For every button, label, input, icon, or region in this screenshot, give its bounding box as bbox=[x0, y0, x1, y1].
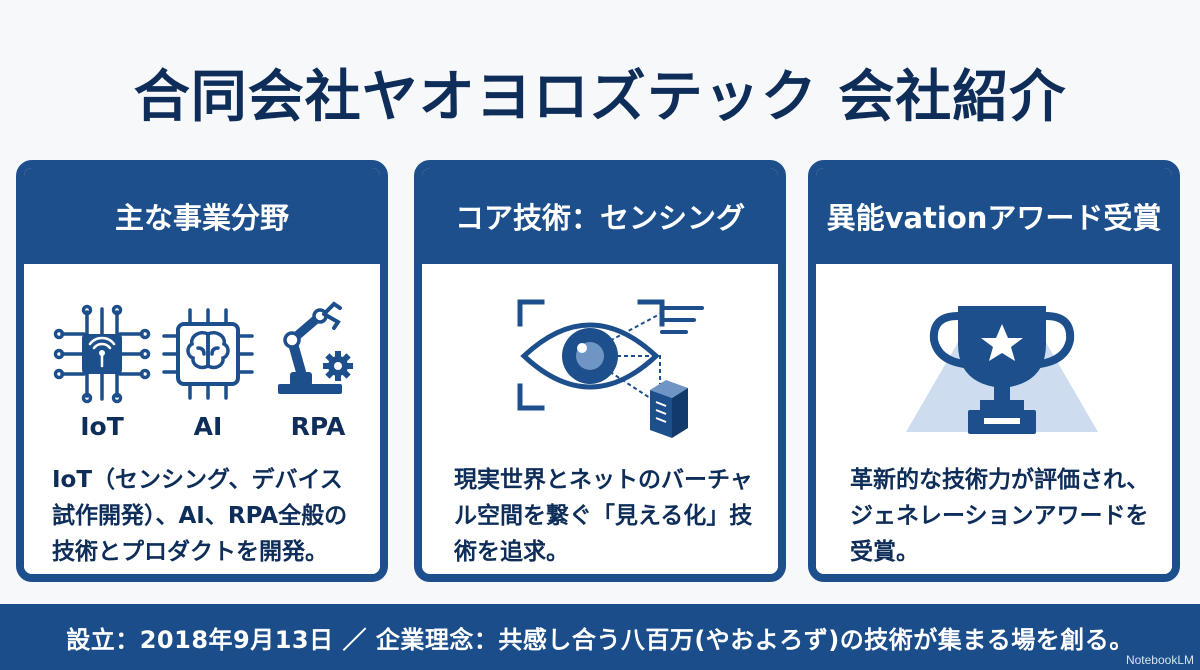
company-footer: 設立：2018年9月13日 ／ 企業理念：共感し合う八百万(やおよろず)の技術が… bbox=[0, 604, 1200, 670]
business-areas-heading: 主な事業分野 bbox=[24, 168, 380, 264]
iot-label: IoT bbox=[80, 412, 124, 441]
page-title: 合同会社ヤオヨロズテック 会社紹介 bbox=[133, 65, 1067, 130]
core-tech-body: 現実世界とネットのバーチャル空間を繋ぐ「見える化」技術を追求。 bbox=[422, 264, 778, 574]
business-areas-card: 主な事業分野 IoT bbox=[16, 160, 388, 582]
award-card: 異能vationアワード受賞 革新的な技術力が評価され、ジェネレーションアワード… bbox=[808, 160, 1180, 582]
notebooklm-watermark: NotebookLM bbox=[1125, 653, 1194, 667]
business-areas-description: IoT（センシング、デバイス試作開発）、AI、RPA全般の技術とプロダクトを開発… bbox=[52, 467, 348, 565]
eye-sensing-icon bbox=[517, 299, 704, 438]
award-description: 革新的な技術力が評価され、ジェネレーションアワードを受賞。 bbox=[850, 467, 1150, 565]
core-tech-card: コア技術：センシング bbox=[414, 160, 786, 582]
core-tech-heading: コア技術：センシング bbox=[422, 168, 778, 264]
business-areas-body: IoT AI bbox=[24, 264, 380, 574]
core-tech-description: 現実世界とネットのバーチャル空間を繋ぐ「見える化」技術を追求。 bbox=[454, 467, 753, 565]
robot-arm-gear-icon bbox=[278, 301, 353, 394]
ai-brain-chip-icon bbox=[162, 308, 254, 400]
iot-chip-icon bbox=[53, 304, 151, 404]
award-heading: 異能vationアワード受賞 bbox=[816, 168, 1172, 264]
rpa-label: RPA bbox=[290, 412, 346, 441]
ai-label: AI bbox=[193, 412, 223, 441]
trophy-star-icon bbox=[906, 306, 1098, 434]
award-body: 革新的な技術力が評価され、ジェネレーションアワードを受賞。 bbox=[816, 264, 1172, 574]
